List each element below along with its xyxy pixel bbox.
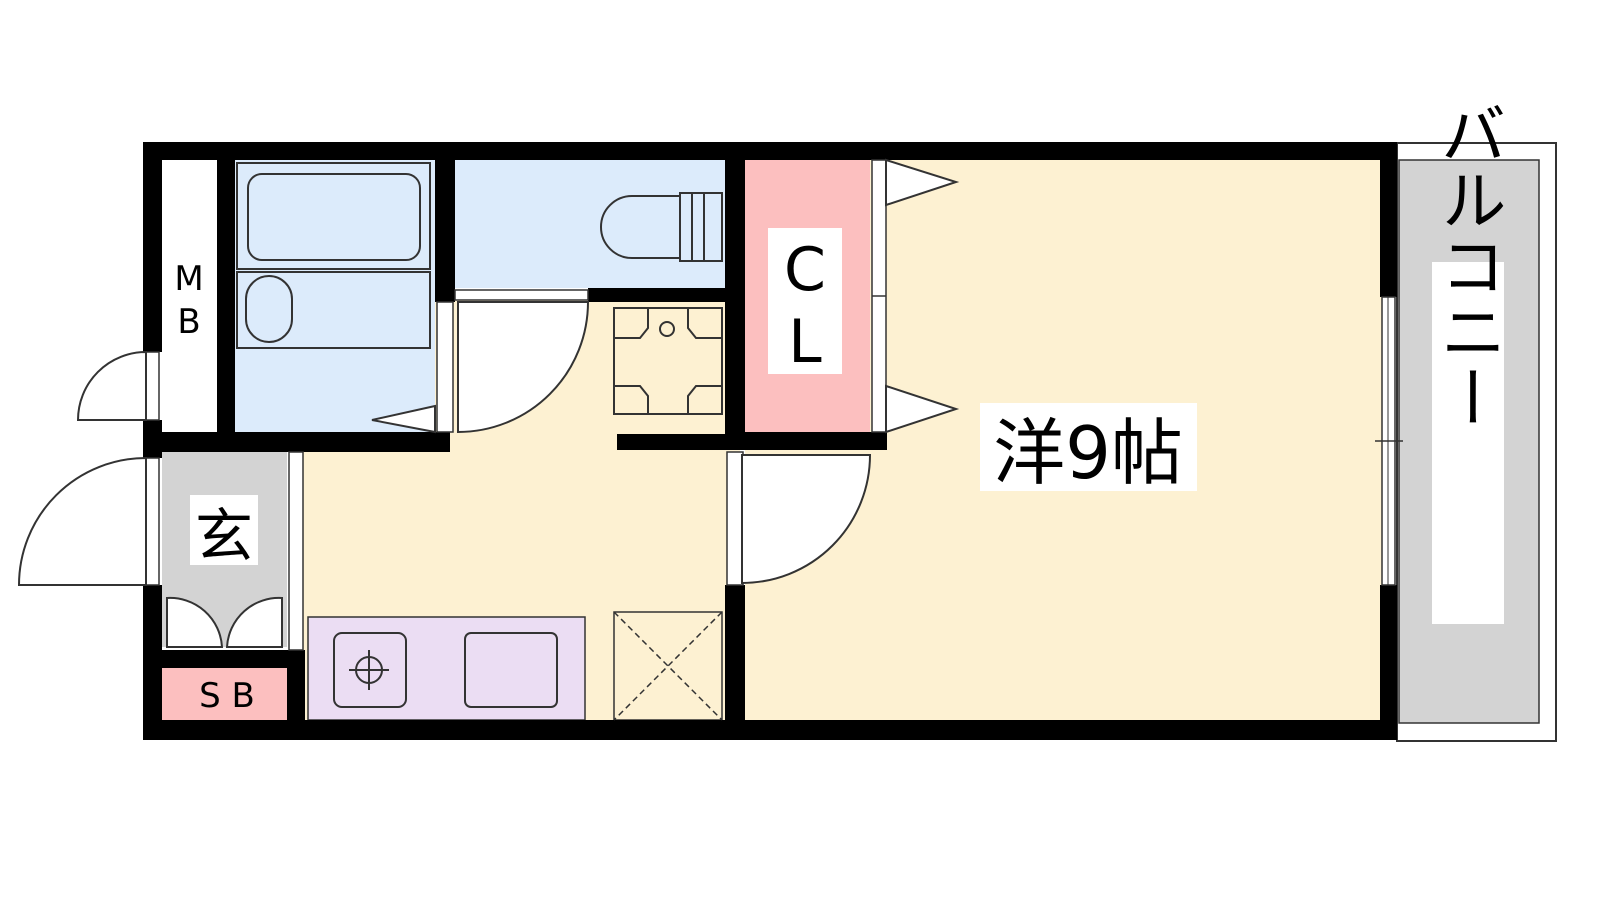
mb-label-line1: M: [174, 259, 203, 299]
bathtub-inner: [247, 173, 421, 261]
kitchen-sink: [464, 632, 558, 708]
toilet-tank: [679, 192, 723, 262]
wall-right-lower: [1380, 585, 1397, 740]
room-door-frame: [726, 451, 744, 586]
floors: [162, 160, 1385, 721]
cl-label-bg: [768, 228, 842, 374]
mb-label-line2: B: [177, 302, 200, 342]
shoe-box-door-left: [166, 596, 224, 648]
wall-top: [143, 142, 1397, 160]
mb-door-swing: [76, 350, 147, 421]
toilet-door-swing: [457, 301, 590, 434]
kitchen-counter: [307, 616, 586, 721]
room-label-bg: [980, 403, 1197, 491]
cl-label-line2: L: [788, 307, 822, 377]
shoe-box-floor: [162, 668, 287, 720]
washing-machine-drain: [659, 321, 675, 337]
stove-burner-cross: [349, 650, 389, 690]
balcony-label: バルコニー: [1430, 100, 1507, 430]
wall-closet-bottom: [725, 432, 887, 450]
toilet-floor: [455, 160, 725, 288]
window-frames: [145, 159, 1396, 651]
bathtub-outer: [236, 162, 431, 270]
wall-kitchen-stub: [617, 434, 725, 450]
wall-toilet-bottom: [435, 288, 455, 302]
shoe-box-label: S B: [199, 676, 255, 716]
entrance-door-swing: [17, 456, 147, 586]
walls: [143, 142, 1397, 740]
washing-machine-detail: [614, 308, 722, 414]
washroom-door-frame: [436, 301, 454, 433]
toilet-door-frame: [454, 289, 589, 301]
balcony-label-bg: [1432, 262, 1504, 624]
washbasin-bowl: [245, 275, 293, 343]
shoe-box-door-right: [225, 596, 283, 648]
wall-central: [725, 142, 745, 450]
stove-plate: [333, 632, 407, 708]
toilet-tank-detail: [691, 193, 705, 261]
wall-left-upper: [143, 142, 162, 352]
wall-mb-right: [217, 142, 235, 450]
wall-bottom: [143, 720, 1397, 740]
washing-machine-pan: [613, 307, 723, 415]
washroom-door-leaf: [371, 404, 436, 434]
balcony: [1396, 142, 1557, 742]
wall-entrance-top: [143, 432, 450, 452]
room-door-swing: [741, 454, 872, 585]
wall-shoebox-top: [143, 650, 305, 668]
mb-label-bg: [164, 258, 214, 340]
fridge-space-x: [613, 611, 723, 721]
doors: [17, 158, 960, 648]
cl-label-line1: C: [784, 235, 826, 305]
room-label: 洋9帖: [993, 411, 1183, 495]
mb-door-frame: [145, 351, 160, 421]
wall-bath-toilet: [435, 142, 455, 302]
wall-toilet-bottom-right: [588, 288, 725, 302]
wall-right-upper: [1380, 142, 1397, 297]
closet-door-upper: [885, 158, 960, 207]
fixtures: [236, 162, 723, 721]
wall-shoebox-right: [287, 650, 305, 740]
washbasin: [236, 271, 431, 349]
washroom-floor: [235, 160, 435, 432]
entrance-door-frame: [145, 457, 160, 586]
closet-door-lower: [885, 384, 960, 434]
entrance-label-bg: [190, 495, 258, 565]
wall-central-lower: [725, 585, 745, 740]
entrance-partition: [288, 451, 304, 651]
labels: M B C L 洋9帖 玄 S B バルコニー: [164, 100, 1507, 716]
toilet-bowl: [600, 195, 681, 259]
entrance-label: 玄: [195, 502, 253, 570]
